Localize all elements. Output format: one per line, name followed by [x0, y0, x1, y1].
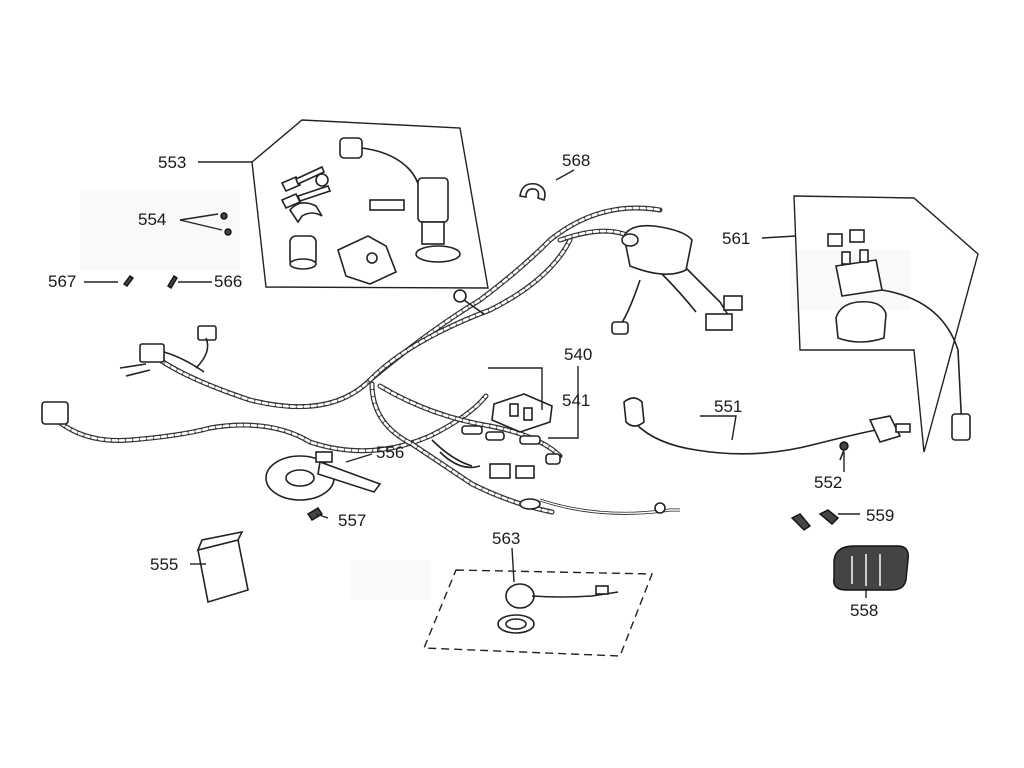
screw-566 [167, 275, 178, 289]
regulator [833, 545, 909, 591]
label-558: 558 [850, 601, 878, 620]
label-555: 555 [150, 555, 178, 574]
pickup-coil [497, 583, 619, 634]
label-557: 557 [338, 511, 366, 530]
cdi-unit [196, 530, 249, 604]
callout-labels: 553 554 567 566 568 561 540 541 551 552 … [48, 151, 894, 620]
label-553: 553 [158, 153, 186, 172]
label-556: 556 [376, 443, 404, 462]
label-552: 552 [814, 473, 842, 492]
bolt-552 [839, 441, 849, 461]
starter-relay [827, 229, 971, 441]
bolt-557 [307, 507, 323, 521]
label-559: 559 [866, 506, 894, 525]
label-566: 566 [214, 272, 242, 291]
fuses [461, 425, 561, 465]
leader-lines [84, 161, 867, 598]
label-540: 540 [564, 345, 592, 364]
main-wiring-harness [41, 205, 743, 515]
screws-554 [220, 212, 232, 236]
label-563: 563 [492, 529, 520, 548]
clip-568 [519, 182, 546, 202]
screw-567 [122, 275, 135, 287]
starter-relay-frame [793, 195, 979, 453]
label-567: 567 [48, 272, 76, 291]
spark-plug-cable [623, 397, 911, 455]
label-561: 561 [722, 229, 750, 248]
label-568: 568 [562, 151, 590, 170]
bolts-559 [790, 509, 840, 531]
pickup-coil-frame [422, 569, 654, 657]
fuse-holder [491, 393, 553, 433]
ignition-key-set [280, 137, 461, 285]
horn [265, 451, 382, 501]
label-551: 551 [714, 397, 742, 416]
label-541: 541 [562, 391, 590, 410]
key-lock-set-frame [251, 119, 489, 289]
capacitor [621, 224, 693, 275]
label-554: 554 [138, 210, 166, 229]
